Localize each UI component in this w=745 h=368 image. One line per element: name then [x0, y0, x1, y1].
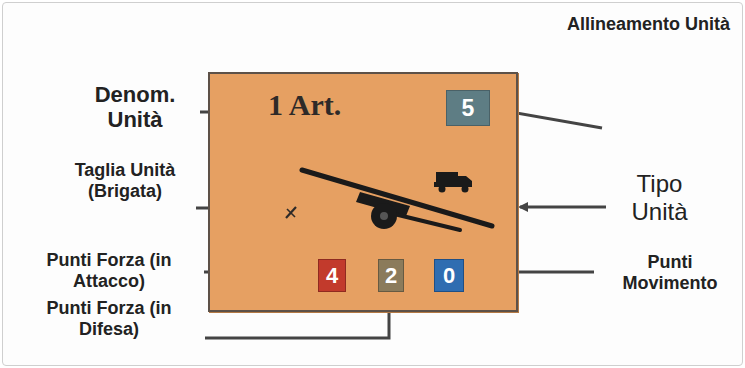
- value-number: 2: [385, 265, 397, 287]
- value-number: 5: [462, 97, 475, 120]
- unit-name: 1 Art.: [268, 90, 341, 120]
- callout-label: Taglia Unità (Brigata): [60, 160, 190, 201]
- callout-label: Allineamento Unità: [566, 14, 731, 35]
- value-number: 0: [443, 265, 455, 287]
- defense-box: 2: [378, 259, 404, 292]
- callout-label: Punti Forza (in Difesa): [20, 298, 198, 339]
- callout-label: Punti Forza (in Attacco): [20, 250, 198, 291]
- unit-counter: 1 Art. 5 4 2 0: [208, 72, 518, 312]
- movement-box: 0: [434, 259, 464, 292]
- alignment-box: 5: [446, 90, 490, 126]
- attack-box: 4: [318, 259, 346, 292]
- callout-label: Denom. Unità: [80, 82, 190, 133]
- value-number: 4: [326, 265, 338, 287]
- callout-label: Punti Movimento: [600, 252, 740, 293]
- callout-label: Tipo Unità: [612, 170, 707, 225]
